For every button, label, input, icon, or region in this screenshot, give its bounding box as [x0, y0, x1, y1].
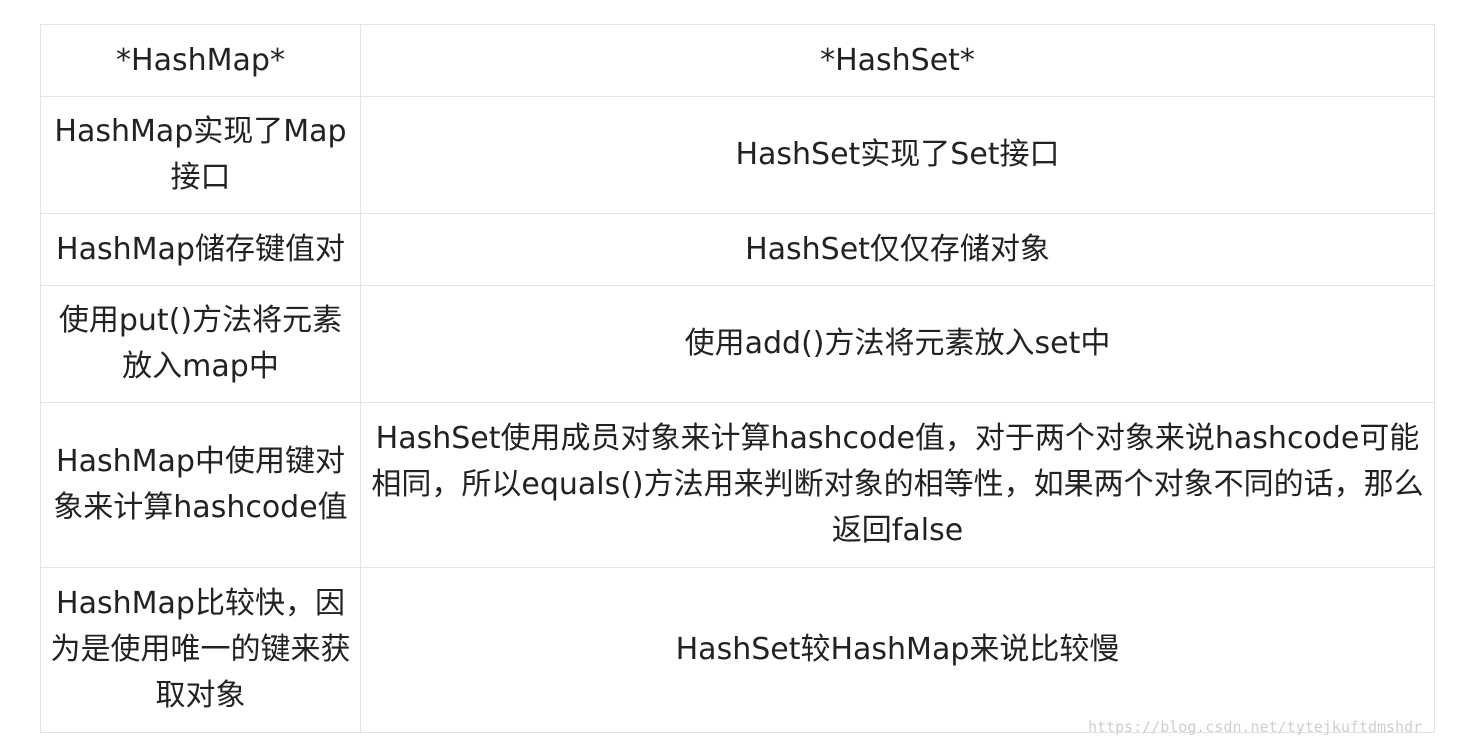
hashmap-cell: HashMap中使用键对象来计算hashcode值	[40, 402, 361, 568]
header-row: *HashMap* *HashSet*	[40, 24, 1435, 97]
hashmap-cell: HashMap储存键值对	[40, 213, 361, 286]
table-row: HashMap实现了Map接口 HashSet实现了Set接口	[40, 96, 1435, 214]
hashset-cell: 使用add()方法将元素放入set中	[360, 285, 1435, 403]
header-hashmap: *HashMap*	[40, 24, 361, 97]
table-row: HashMap中使用键对象来计算hashcode值 HashSet使用成员对象来…	[40, 402, 1435, 568]
table-row: HashMap储存键值对 HashSet仅仅存储对象	[40, 213, 1435, 286]
hashset-cell: HashSet较HashMap来说比较慢	[360, 567, 1435, 733]
table-row: 使用put()方法将元素放入map中 使用add()方法将元素放入set中	[40, 285, 1435, 403]
hashmap-cell: 使用put()方法将元素放入map中	[40, 285, 361, 403]
table-row: HashMap比较快，因为是使用唯一的键来获取对象 HashSet较HashMa…	[40, 567, 1435, 733]
header-hashset: *HashSet*	[360, 24, 1435, 97]
hashset-cell: HashSet实现了Set接口	[360, 96, 1435, 214]
hashmap-cell: HashMap实现了Map接口	[40, 96, 361, 214]
hashmap-cell: HashMap比较快，因为是使用唯一的键来获取对象	[40, 567, 361, 733]
hashset-cell: HashSet使用成员对象来计算hashcode值，对于两个对象来说hashco…	[360, 402, 1435, 568]
comparison-table: *HashMap* *HashSet* HashMap实现了Map接口 Hash…	[40, 24, 1435, 733]
hashset-cell: HashSet仅仅存储对象	[360, 213, 1435, 286]
watermark: https://blog.csdn.net/tytejkuftdmshdr	[1088, 718, 1423, 736]
